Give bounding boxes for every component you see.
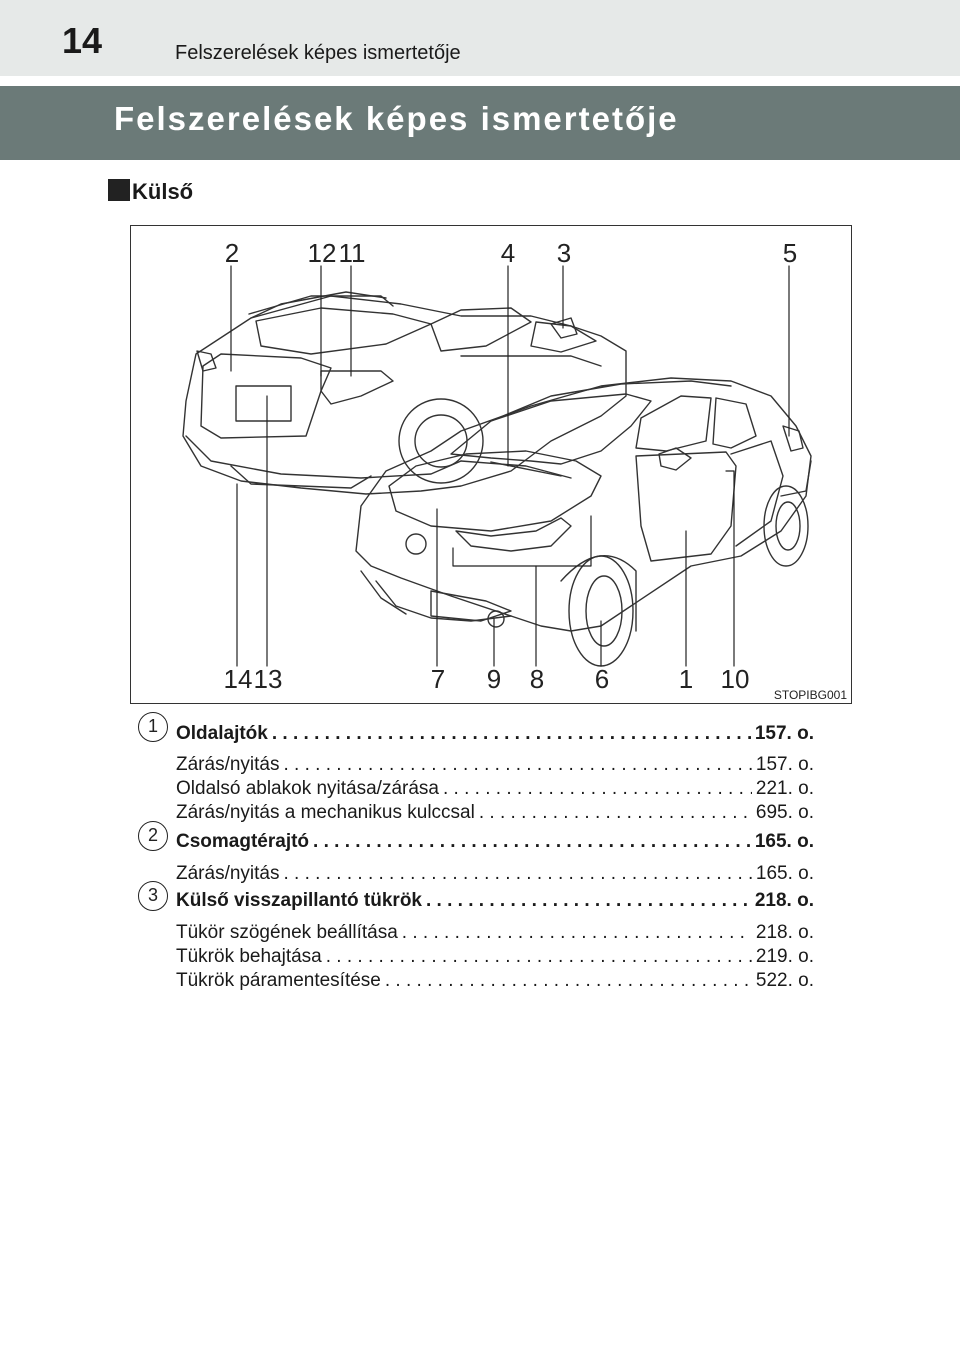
rear-window [255,307,432,355]
section-square-icon [108,179,130,201]
front-hood [388,450,602,532]
callout-11: 11 [338,238,366,268]
page-number: 14 [62,20,103,61]
front-emblem [405,533,427,555]
front-door [635,451,737,562]
rear-roof [250,291,387,319]
page-header: 14 Felszerelések képes ismertetője [0,0,960,76]
car-illustration [182,265,812,667]
callout-5: 5 [782,238,798,268]
callout-9: 9 [486,664,502,694]
callout-12: 12 [307,238,337,268]
entry-label: Csomagtérajtó [176,831,310,852]
entry-sub[interactable]: Zárás/nyitás 157. o. [176,754,814,780]
front-grille [375,580,512,622]
rear-side-window-2 [530,321,597,353]
front-rear-wheel [763,485,809,567]
entry-sub-label: Tükör szögének beállítása [176,922,398,943]
entry-sub-page: 219. o. [755,946,814,967]
entry-number: 2 [138,821,168,851]
entry-sub[interactable]: Oldalsó ablakok nyitása/zárása 221. o. [176,778,814,804]
entry-sub-page: 157. o. [755,754,814,775]
entry-sub-label: Oldalsó ablakok nyitása/zárása [176,778,439,799]
entry-sub-label: Zárás/nyitás a mechanikus kulccsal [176,802,475,823]
front-side-window-2 [712,397,757,449]
rear-lamp-left [196,350,217,372]
running-title: Felszerelések képes ismertetője [175,42,461,64]
front-wipers [460,460,572,479]
callout-4: 4 [500,238,516,268]
figure-code: STOPIBG001 [771,688,849,702]
rear-mirror [550,317,578,339]
callout-3: 3 [556,238,572,268]
page-title: Felszerelések képes ismertetője [114,100,679,137]
front-side-window [635,395,712,452]
entry-main[interactable]: Külső visszapillantó tükrök 218. o. [176,890,814,916]
section-heading: Külső [132,179,194,204]
entry-sub-label: Tükrök páramentesítése [176,970,381,991]
callout-6: 6 [594,664,610,694]
callout-8: 8 [529,664,545,694]
callout-14: 14 [223,664,253,694]
callout-13: 13 [253,664,283,694]
entry-label: Külső visszapillantó tükrök [176,890,422,911]
front-car-body [355,377,812,632]
rear-plate [235,385,292,422]
rear-door-line [460,355,602,367]
entry-sub-page: 695. o. [755,802,814,823]
entry-sub[interactable]: Tükrök behajtása 219. o. [176,946,814,972]
front-windshield [450,393,652,465]
entry-main[interactable]: Oldalajtók 157. o. [176,723,814,749]
entry-sub-label: Zárás/nyitás [176,863,280,884]
entry-number: 1 [138,712,168,742]
front-mirror [658,447,692,471]
callout-7: 7 [430,664,446,694]
front-lower-grille [430,590,512,622]
entry-main[interactable]: Csomagtérajtó 165. o. [176,831,814,857]
front-headlight [455,517,572,552]
entry-sub[interactable]: Zárás/nyitás a mechanikus kulccsal 695. o… [176,802,814,828]
rear-spoiler [248,295,394,315]
entry-sub[interactable]: Zárás/nyitás 165. o. [176,863,814,889]
entry-sub[interactable]: Tükrök páramentesítése 522. o. [176,970,814,996]
entry-page: 165. o. [754,831,814,852]
rear-bumper [185,435,462,479]
entry-sub-page: 221. o. [755,778,814,799]
rear-diffuser [230,465,372,489]
rear-tailgate [200,353,332,439]
callout-2: 2 [224,238,240,268]
car-exterior-figure: 2 12 11 4 3 5 14 13 7 9 8 6 1 10 STOPIBG… [130,225,852,704]
entry-sub-label: Zárás/nyitás [176,754,280,775]
rear-lamp-front-car [782,425,804,452]
entry-page: 157. o. [754,723,814,744]
entry-sub-page: 522. o. [755,970,814,991]
callout-1: 1 [678,664,694,694]
entry-page: 218. o. [754,890,814,911]
entry-label: Oldalajtók [176,723,268,744]
title-band: Felszerelések képes ismertetője [0,86,960,160]
rear-lamp-right [320,370,394,405]
entry-sub-page: 165. o. [755,863,814,884]
front-roof [490,380,732,422]
entry-sub-label: Tükrök behajtása [176,946,322,967]
callout-10: 10 [720,664,750,694]
front-wheel-arch [560,555,637,632]
entry-number: 3 [138,881,168,911]
entry-sub-page: 218. o. [755,922,814,943]
rear-side-window [430,307,532,352]
rear-bumper-front-car [780,460,812,497]
entry-sub[interactable]: Tükör szögének beállítása 218. o. [176,922,814,948]
fog-lamp [487,610,505,628]
front-door-rear [730,440,784,547]
rear-wheel [398,398,484,484]
